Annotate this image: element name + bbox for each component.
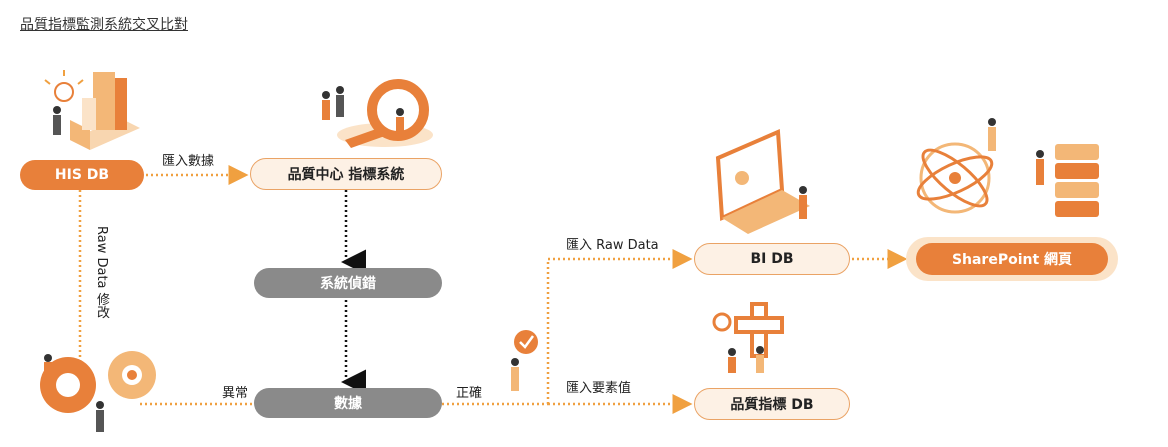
label-abnormal: 異常 xyxy=(222,386,249,401)
check-person-illustration-icon xyxy=(511,330,538,391)
label-correct: 正確 xyxy=(456,386,483,401)
label-raw-data-modify: Raw Data 修改 xyxy=(94,226,109,319)
bi-db-node: BI DB xyxy=(694,243,850,275)
edge-branch-to-bi xyxy=(546,249,693,404)
globe-server-illustration-icon xyxy=(916,118,1099,217)
data-node: 數據 xyxy=(254,388,442,418)
system-debug-node: 系統偵錯 xyxy=(254,268,442,298)
magnifier-illustration-icon xyxy=(322,79,433,148)
label-import-data: 匯入數據 xyxy=(162,154,215,169)
sharepoint-node: SharePoint 網頁 xyxy=(916,243,1108,275)
label-import-raw: 匯入 Raw Data xyxy=(566,238,659,253)
his-illustration-icon xyxy=(44,70,140,150)
medical-cross-illustration-icon xyxy=(712,302,784,373)
gears-illustration-icon xyxy=(40,351,156,432)
label-import-elements: 匯入要素值 xyxy=(566,381,632,396)
quality-db-node: 品質指標 DB xyxy=(694,388,850,420)
his-db-node: HIS DB xyxy=(20,160,144,190)
quality-center-node: 品質中心 指標系統 xyxy=(250,158,442,190)
laptop-illustration-icon xyxy=(715,129,810,234)
page-title: 品質指標監測系統交叉比對 xyxy=(20,17,188,33)
